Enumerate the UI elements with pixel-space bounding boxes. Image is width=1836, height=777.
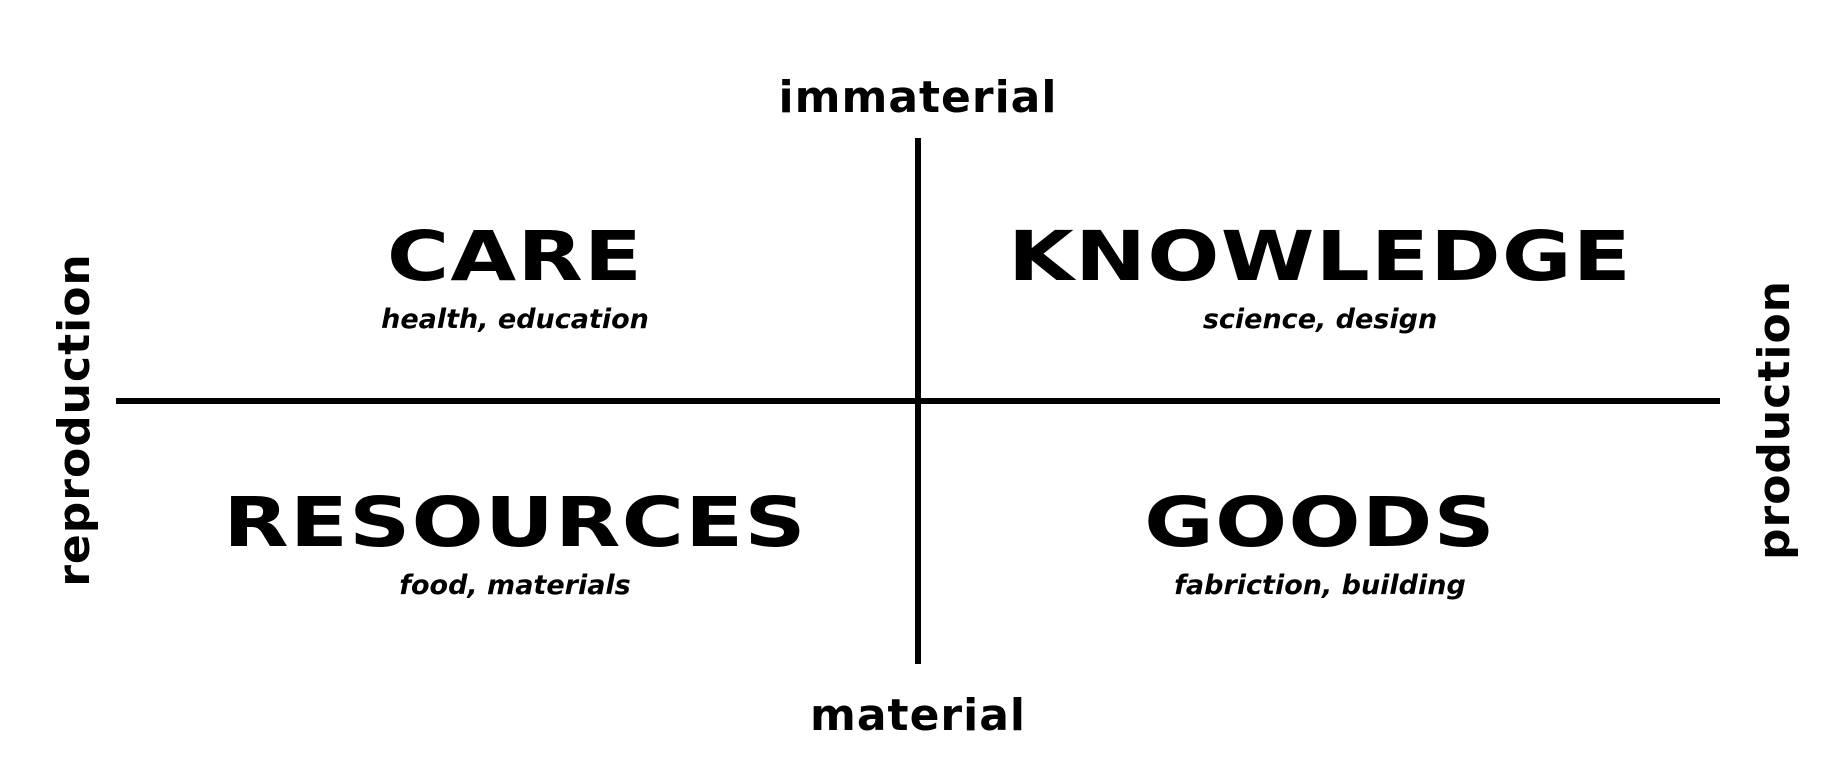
quadrant-resources: RESOURCES food, materials — [223, 488, 805, 601]
horizontal-axis-line — [116, 398, 1720, 404]
axis-label-right: production — [1749, 280, 1800, 560]
axis-label-top: immaterial — [778, 72, 1058, 123]
quadrant-subtitle: science, design — [1202, 304, 1438, 335]
quadrant-title: CARE — [386, 216, 644, 297]
quadrant-title: KNOWLEDGE — [1008, 216, 1632, 297]
quadrant-subtitle: food, materials — [399, 570, 631, 601]
axis-label-left: reproduction — [49, 253, 100, 587]
axis-label-bottom: material — [810, 690, 1026, 741]
quadrant-goods: GOODS fabriction, building — [1144, 488, 1495, 601]
quadrant-title: RESOURCES — [223, 482, 807, 563]
quadrant-care: CARE health, education — [381, 222, 649, 333]
quadrant-subtitle: fabriction, building — [1174, 570, 1466, 601]
quadrant-subtitle: health, education — [381, 304, 649, 335]
quadrant-knowledge: KNOWLEDGE science, design — [1008, 222, 1631, 335]
quadrant-title: GOODS — [1144, 482, 1496, 563]
